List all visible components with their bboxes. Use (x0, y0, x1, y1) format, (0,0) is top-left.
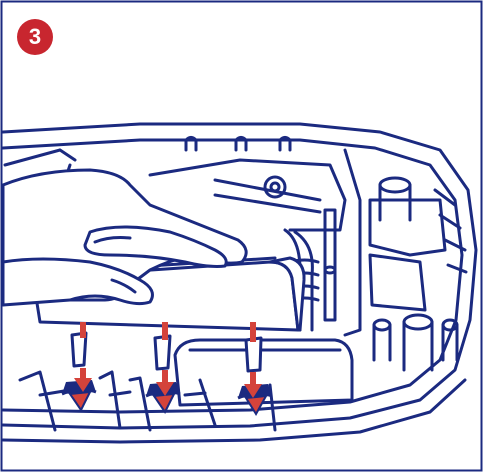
right-frame-c (370, 255, 425, 310)
rear-bar (215, 180, 320, 212)
right-frame-a (345, 150, 360, 335)
peg-right (246, 338, 261, 371)
right-cap-b (404, 315, 432, 329)
peg-middle (155, 336, 170, 369)
right-column (325, 210, 335, 320)
right-post-small (325, 267, 335, 273)
right-cap-a (374, 320, 390, 330)
slot-dividers (20, 372, 275, 430)
right-cylinder-top (380, 178, 410, 192)
